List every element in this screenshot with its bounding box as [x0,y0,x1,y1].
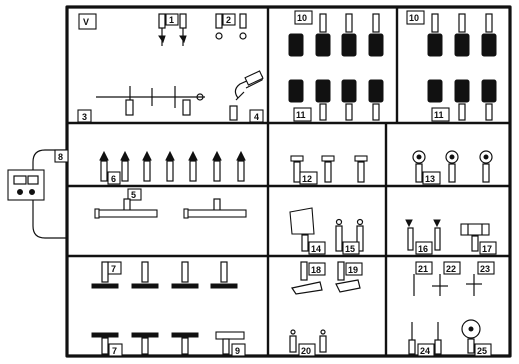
part-label-10b: 10 [409,13,419,23]
part-label-24: 24 [420,346,430,356]
part-label-12: 12 [302,174,312,184]
part-label-20: 20 [301,346,311,356]
part-label-6: 6 [111,174,116,184]
part-label-1: 1 [169,15,174,25]
part-2-group: 2 [215,13,247,40]
part-10-11-group-a: 10 11 [288,10,384,122]
part-8-tag: 8 [54,149,69,163]
part-label-21: 21 [418,264,428,274]
part-label-25: 25 [477,346,487,356]
sprue-grid [67,7,510,356]
part-label-19: 19 [348,265,358,275]
part-label-14: 14 [311,244,321,254]
part-label-9: 9 [235,346,240,356]
part-3-group: 3 [77,86,205,123]
part-7-lower-group: 7 9 [91,331,246,357]
sprue-letter: V [83,17,89,27]
part-label-8: 8 [58,152,63,162]
part-14-15-group: 14 15 [289,207,364,255]
part-label-7a: 7 [111,264,116,274]
part-label-3: 3 [82,112,87,122]
sprue-frame [65,5,512,358]
part-5-group: 5 [94,188,247,219]
part-7-upper-group: 7 [91,261,238,289]
part-label-13: 13 [425,174,435,184]
part-label-18: 18 [311,265,321,275]
part-label-10a: 10 [297,13,307,23]
part-4-group: 4 [229,70,264,123]
part-6-group: 6 [99,150,246,185]
part-label-11a: 11 [296,110,306,120]
sprue-letter-box: V [78,13,97,30]
part-label-4: 4 [254,112,259,122]
part-label-15: 15 [345,244,355,254]
part-1-group: 1 [158,13,187,46]
part-label-5: 5 [131,190,136,200]
part-16-17-group: 16 17 [405,219,497,255]
part-12-group: 12 [290,155,368,185]
part-label-2: 2 [226,15,231,25]
part-21-25-group: 21 22 23 24 25 [408,261,495,357]
part-label-11b: 11 [434,110,444,120]
part-10-11-group-b: 10 11 [406,10,497,122]
part-label-22: 22 [446,264,456,274]
part-label-16: 16 [418,244,428,254]
part-13-group: 13 [412,150,493,185]
sprue-handle [7,149,67,239]
part-label-17: 17 [482,244,492,254]
part-18-19-20-group: 18 19 20 [289,261,363,357]
part-label-23: 23 [480,264,490,274]
part-label-7b: 7 [112,346,117,356]
